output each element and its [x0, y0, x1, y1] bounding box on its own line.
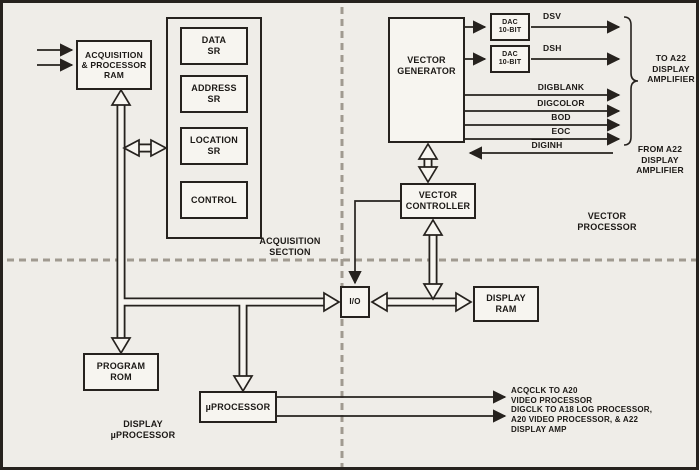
signal-lines — [37, 20, 621, 423]
data-sr-block: DATA SR — [180, 27, 248, 65]
vector-processor-label: VECTOR PROCESSOR — [577, 211, 637, 233]
control-block: CONTROL — [180, 181, 248, 219]
address-sr-block: ADDRESS SR — [180, 75, 248, 113]
location-sr-block: LOCATION SR — [180, 127, 248, 165]
io-block: I/O — [340, 286, 370, 318]
controller-to-io-line — [348, 200, 400, 285]
output-group-brace — [623, 16, 639, 146]
microprocessor-block: µPROCESSOR — [199, 391, 277, 423]
acquisition-section-label: ACQUISITION SECTION — [259, 236, 321, 258]
vector-controller-block: VECTOR CONTROLLER — [400, 183, 476, 219]
vector-generator-block: VECTOR GENERATOR — [388, 17, 465, 143]
acqclk-annotation-label: ACQCLK TO A20 VIDEO PROCESSOR — [511, 386, 593, 405]
dsh-signal-label: DSH — [543, 43, 562, 53]
dac-10bit-top-block: DAC 10-BIT — [490, 13, 530, 41]
program-rom-block: PROGRAM ROM — [83, 353, 159, 391]
display-microprocessor-label: DISPLAY µPROCESSOR — [110, 419, 176, 441]
digclk-annotation-label: DIGCLK TO A18 LOG PROCESSOR, A20 VIDEO P… — [511, 405, 653, 434]
bus-arrowheads — [110, 88, 473, 393]
bod-signal-label: BOD — [551, 112, 571, 122]
digcolor-signal-label: DIGCOLOR — [537, 98, 585, 108]
diginh-signal-label: DIGINH — [531, 140, 563, 150]
to-a22-display-amplifier-label: TO A22 DISPLAY AMPLIFIER — [647, 53, 695, 85]
dac-10bit-bottom-block: DAC 10-BIT — [490, 45, 530, 73]
connector-layer — [7, 7, 696, 467]
dsv-signal-label: DSV — [543, 11, 562, 21]
acquisition-processor-ram-block: ACQUISITION & PROCESSOR RAM — [76, 40, 152, 90]
display-ram-block: DISPLAY RAM — [473, 286, 539, 322]
from-a22-display-amplifier-label: FROM A22 DISPLAY AMPLIFIER — [636, 144, 684, 176]
eoc-signal-label: EOC — [551, 126, 571, 136]
shift-register-group-box — [166, 17, 262, 239]
digblank-signal-label: DIGBLANK — [537, 82, 585, 92]
